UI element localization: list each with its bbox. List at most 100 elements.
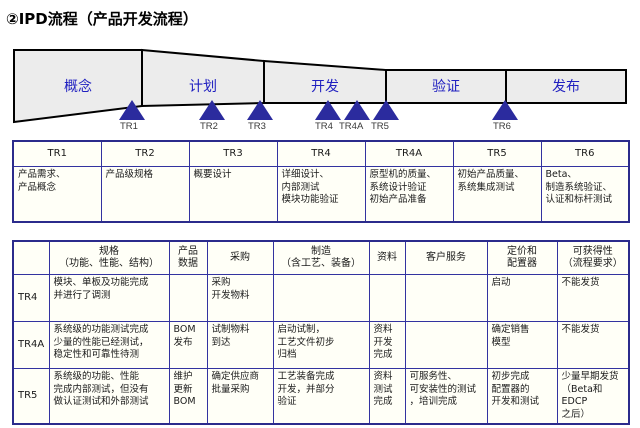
cell-line: 更新 (173, 383, 193, 395)
cell-line: （含工艺、装备） (281, 258, 361, 269)
tr-marker-triangle-1 (119, 100, 145, 120)
cell-line: 规格 (99, 246, 119, 257)
deliverables-cell-tr4-availability: 不能发货 (556, 274, 630, 322)
cell-line: 系统级的功能测试完成 (53, 324, 149, 335)
deliverables-cell-tr5-manufacturing: 工艺装备完成 开发，并部分 验证 (272, 368, 370, 425)
cell-line: 模块功能验证 (281, 194, 339, 205)
cell-line: 采购 (230, 252, 250, 263)
cell-line: 可获得性 (572, 246, 613, 257)
deliverables-cell-tr4a-manufacturing: 启动试制， 工艺文件初步 归档 (272, 321, 370, 369)
tr-summary-cell-6: Beta、 制造系统验证、 认证和标杆测试 (540, 166, 630, 223)
tr-summary-header-3: TR4 (276, 140, 366, 167)
deliverables-cell-tr4-customer-service (404, 274, 488, 322)
table-row: TR4 模块、单板及功能完成 并进行了调测 采购 开发物料 启动 (12, 274, 630, 322)
cell-line: 确定供应商 (211, 371, 260, 382)
deliverables-cell-tr4a-pricing: 确定销售 模型 (486, 321, 558, 369)
cell-line: 内部测试 (281, 181, 320, 193)
deliverables-header-manufacturing: 制造 （含工艺、装备） (272, 240, 370, 275)
cell-line: 工艺装备完成 (277, 371, 335, 382)
tr-summary-header-6: TR6 (540, 140, 630, 167)
cell-line: 产品概念 (18, 181, 57, 193)
cell-line: 数据 (178, 258, 198, 269)
deliverables-header-product-data: 产品 数据 (168, 240, 208, 275)
cell-line: 定价和 (507, 246, 537, 257)
cell-line: 采购 (211, 277, 231, 288)
cell-line: 认证和标杆测试 (545, 194, 613, 205)
cell-line: 维护 (173, 371, 193, 382)
deliverables-cell-tr5-documentation: 资料 测试 完成 (368, 368, 406, 425)
cell-line: 详细设计、 (281, 169, 330, 180)
cell-line: 资料 (377, 252, 397, 263)
deliverables-cell-tr4a-spec: 系统级的功能测试完成 少量的性能已经测试， 稳定性和可靠性待测 (48, 321, 170, 369)
table-row: TR5 系统级的功能、性能 完成内部测试，但没有 做认证测试和外部测试 维护 更… (12, 368, 630, 425)
cell-line: 开发 (373, 336, 393, 348)
deliverables-cell-tr4-product-data (168, 274, 208, 322)
deliverables-cell-tr5-pricing: 初步完成 配置器的 开发和测试 (486, 368, 558, 425)
deliverables-cell-tr4-documentation (368, 274, 406, 322)
deliverables-cell-tr4a-procurement: 试制物料 到达 (206, 321, 274, 369)
tr-marker-triangle-4 (315, 100, 341, 120)
cell-line: 确定销售 (491, 324, 530, 335)
cell-line: 不能发货 (561, 277, 600, 288)
deliverables-cell-tr4-pricing: 启动 (486, 274, 558, 322)
tr-marker-label-tr1: TR1 (120, 121, 138, 132)
deliverables-cell-tr4a-customer-service (404, 321, 488, 369)
tr-summary-header-4: TR4A (364, 140, 454, 167)
deliverables-matrix-table: 规格 （功能、性能、结构） 产品 数据 采购 制造 （含工艺、装备） 资料 客户… (12, 240, 630, 425)
deliverables-cell-tr4-spec: 模块、单板及功能完成 并进行了调测 (48, 274, 170, 322)
cell-line: 归档 (277, 349, 297, 360)
cell-line: 可服务性、 (409, 371, 458, 382)
cell-line: 客户服务 (426, 252, 466, 263)
cell-line: 完成内部测试，但没有 (53, 383, 149, 395)
cell-line: 发布 (173, 336, 193, 348)
cell-line: 概要设计 (193, 169, 232, 180)
deliverables-cell-tr4a-availability: 不能发货 (556, 321, 630, 369)
cell-line: 配置器的 (491, 383, 530, 395)
tr-marker-triangle-6 (373, 100, 399, 120)
deliverables-cell-tr4a-product-data: BOM 发布 (168, 321, 208, 369)
table-row: TR4A 系统级的功能测试完成 少量的性能已经测试， 稳定性和可靠性待测 BOM… (12, 321, 630, 369)
deliverables-cell-tr4a-documentation: 资料 开发 完成 (368, 321, 406, 369)
cell-line: 模型 (491, 336, 511, 348)
cell-line: 少量早期发货 (561, 371, 619, 382)
cell-line: 产品需求、 (18, 169, 66, 180)
cell-line: 工艺文件初步 (277, 336, 335, 348)
funnel-segment-5 (505, 69, 627, 104)
cell-line: 初始产品质量、 (457, 169, 525, 180)
cell-line: 模块、单板及功能完成 (53, 277, 149, 288)
phase-label-concept: 概念 (64, 79, 92, 95)
cell-line: 少量的性能已经测试， (53, 336, 149, 348)
deliverables-header-spec: 规格 （功能、性能、结构） (48, 240, 170, 275)
tr-marker-label-tr3: TR3 (248, 121, 266, 132)
cell-line: 之后） (561, 408, 591, 420)
cell-line: 产品级规格 (105, 169, 154, 180)
tr-summary-header-0: TR1 (12, 140, 102, 167)
tr-summary-cell-4: 原型机的质量、 系统设计验证 初始产品准备 (364, 166, 454, 223)
cell-line: 开发，并部分 (277, 383, 335, 395)
tr-marker-triangle-3 (247, 100, 273, 120)
table-row-headers: 规格 （功能、性能、结构） 产品 数据 采购 制造 （含工艺、装备） 资料 客户… (12, 240, 630, 275)
cell-line: （流程要求） (562, 258, 623, 269)
deliverables-cell-tr5-product-data: 维护 更新 BOM (168, 368, 208, 425)
cell-line: 完成 (373, 396, 393, 407)
cell-line: （功能、性能、结构） (59, 258, 159, 269)
cell-line: 做认证测试和外部测试 (53, 396, 149, 407)
deliverables-cell-tr4-procurement: 采购 开发物料 (206, 274, 274, 322)
tr-marker-triangle-2 (199, 100, 225, 120)
cell-line: （Beta和EDCP (561, 383, 603, 408)
tr-summary-cell-5: 初始产品质量、 系统集成测试 (452, 166, 542, 223)
phase-label-plan: 计划 (189, 79, 217, 95)
deliverables-row-label-tr5: TR5 (12, 368, 50, 425)
tr-marker-label-tr4a: TR4A (339, 121, 364, 132)
cell-line: 并进行了调测 (53, 289, 111, 301)
cell-line: 系统集成测试 (457, 181, 515, 193)
page-title: ②IPD流程（产品开发流程） (6, 10, 198, 28)
cell-line: 可安装性的测试 (409, 383, 477, 395)
cell-line: 配置器 (507, 258, 537, 269)
tr-marker-label-tr5: TR5 (371, 121, 389, 132)
cell-line: 批量采购 (211, 383, 250, 395)
tr-summary-header-2: TR3 (188, 140, 278, 167)
cell-line: 开发和测试 (491, 396, 540, 407)
cell-line: 不能发货 (561, 324, 600, 335)
cell-line: 系统设计验证 (369, 181, 427, 193)
